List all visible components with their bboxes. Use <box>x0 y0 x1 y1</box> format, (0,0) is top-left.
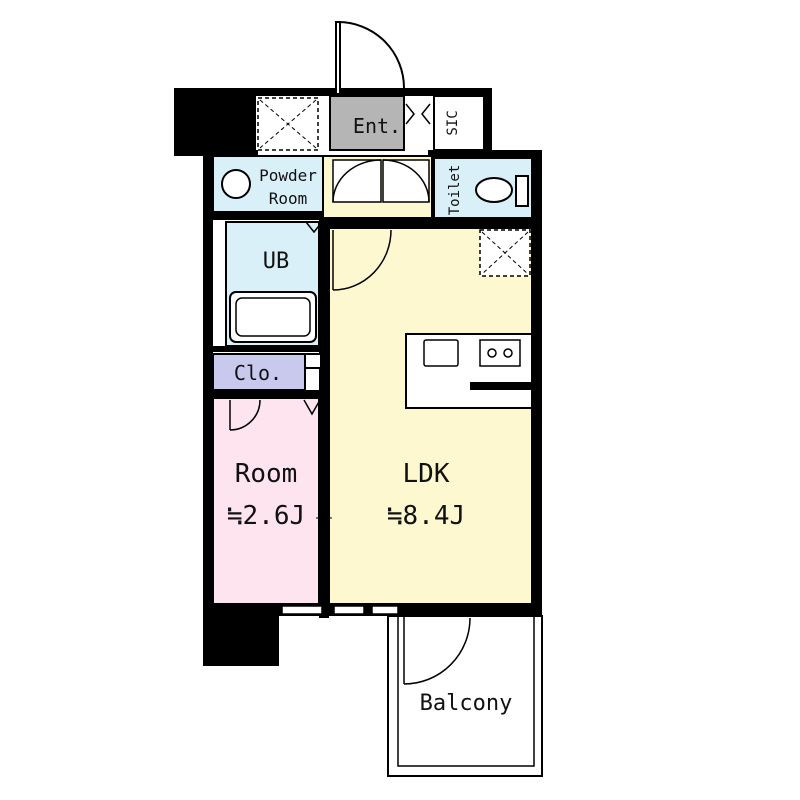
closet-pipe-icon <box>304 353 322 369</box>
toilet-icon <box>475 177 513 203</box>
powder-room-area <box>212 155 324 213</box>
balcony-door-icon <box>403 616 471 685</box>
entrance-label: Ent. <box>353 114 401 138</box>
pillar-top-left <box>174 88 256 156</box>
ub-door-icon <box>305 221 323 234</box>
bathtub-icon <box>229 291 317 343</box>
balcony-label: Balcony <box>420 691 513 716</box>
wall-hall-top-line <box>329 218 532 228</box>
ldk-size-label: ≒8.4J <box>387 501 465 531</box>
wall-top-right <box>428 150 542 158</box>
entrance-area <box>329 95 405 151</box>
room-sliding-door-icon <box>316 412 332 600</box>
closet-label: Clo. <box>234 361 282 385</box>
powder-room-label-line1: Powder <box>259 166 317 185</box>
sic-label: SIC <box>445 110 461 135</box>
sic-area <box>433 95 485 151</box>
hallway-door-icon <box>332 159 430 203</box>
room-name-label: Room <box>235 459 298 489</box>
balcony-inner-line <box>397 615 535 767</box>
closet-area <box>212 353 306 391</box>
wall-clo-bottom <box>213 390 321 398</box>
wall-bath-bottom <box>213 346 321 352</box>
burner-left-icon <box>487 348 497 358</box>
toilet-tank-icon <box>515 175 529 207</box>
powder-room-label-line2: Room <box>269 189 308 208</box>
wall-entrance-right <box>484 88 492 150</box>
bathtub-inner-icon <box>235 297 311 337</box>
room-door-icon <box>229 399 321 431</box>
sink-icon <box>221 169 251 199</box>
burner-right-icon <box>503 348 513 358</box>
ldk-name-label: LDK <box>403 459 450 489</box>
wall-right-outer <box>532 150 542 616</box>
ldk-fixture-cross <box>481 231 529 275</box>
room-area <box>212 397 320 605</box>
entrance-door-icon <box>335 21 405 95</box>
stove-icon <box>479 339 521 367</box>
wall-left-outer <box>203 150 213 590</box>
room-size-label: ≒2.6J <box>227 501 305 531</box>
unit-bath-label: UB <box>263 249 290 274</box>
bottom-window-icon <box>281 605 399 615</box>
wall-bath-top <box>213 212 323 220</box>
powder-room-fixture-cross <box>259 99 317 149</box>
counter-wall <box>470 382 532 390</box>
ldk-door-icon <box>332 229 392 291</box>
kitchen-sink-icon <box>423 339 459 367</box>
wall-top-segment <box>250 88 490 96</box>
wall-inner-vertical <box>319 212 329 618</box>
ldk-area <box>328 227 533 605</box>
sic-door-icon <box>405 103 431 125</box>
toilet-label: Toilet <box>447 165 463 216</box>
